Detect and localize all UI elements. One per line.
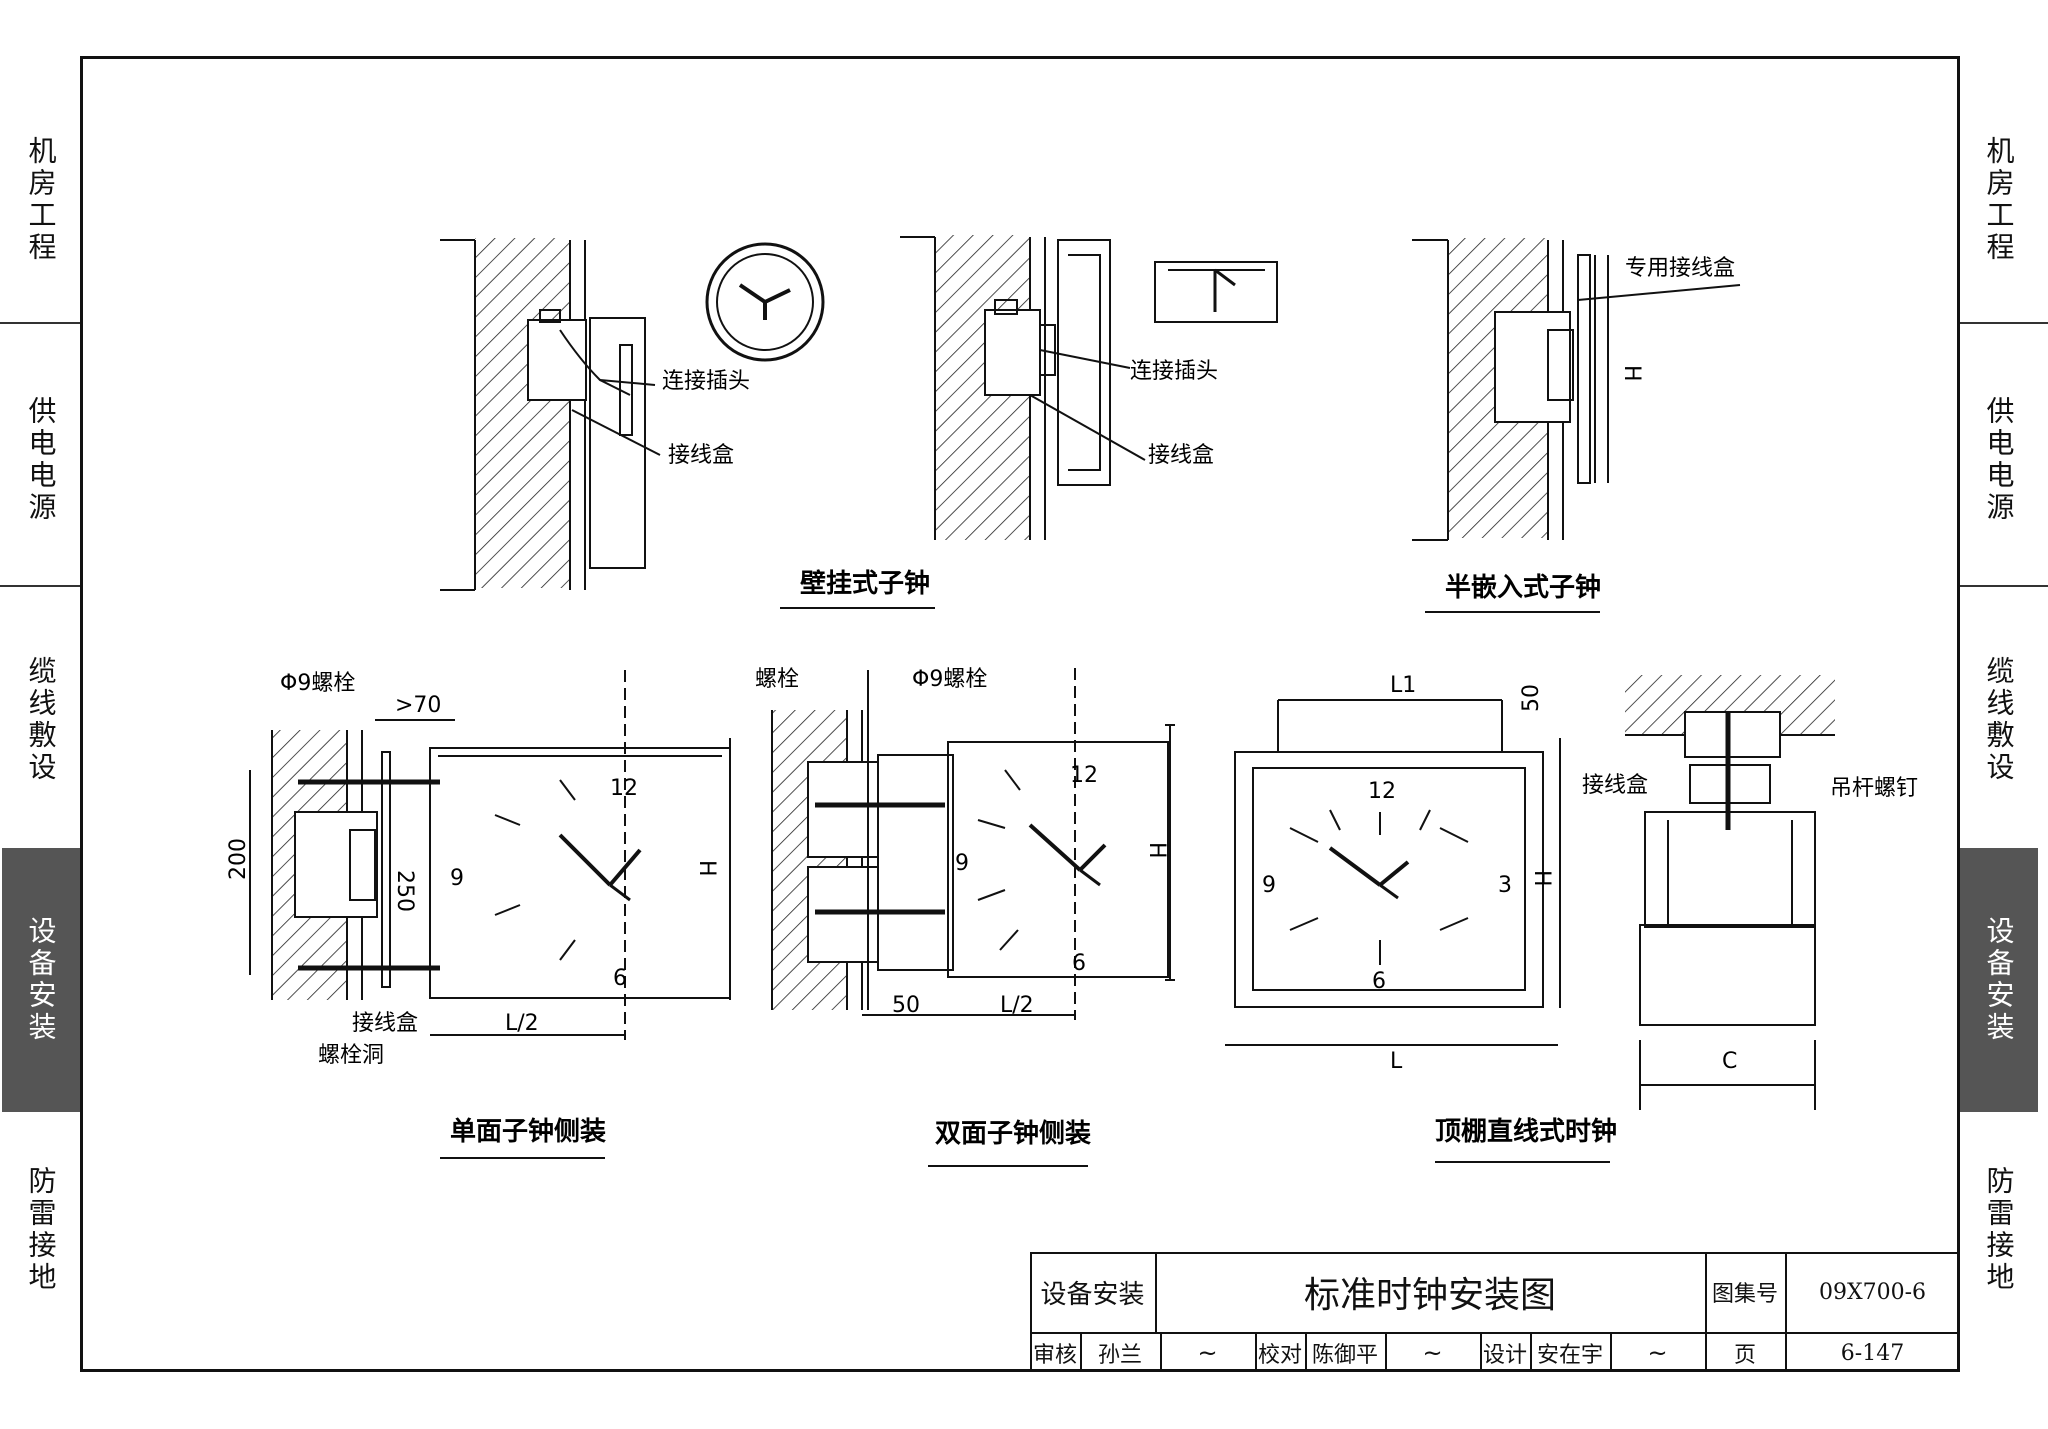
tb-reviewer: 孙兰 xyxy=(1080,1334,1162,1372)
single-side-label-bolt: Φ9螺栓 xyxy=(280,671,355,696)
tb-page-label: 页 xyxy=(1705,1334,1787,1372)
single-side-label-hole: 螺栓洞 xyxy=(318,1043,384,1068)
double-side-drawing xyxy=(771,668,1175,1020)
semi-embedded-title: 半嵌入式子钟 xyxy=(1445,572,1601,603)
tb-design-signature: ~ xyxy=(1610,1334,1707,1372)
ceiling-label-l: L xyxy=(1390,1049,1403,1074)
ceiling-label-box: 接线盒 xyxy=(1582,773,1648,798)
single-side-label-250: 250 xyxy=(392,870,417,912)
wall-clock-title: 壁挂式子钟 xyxy=(800,568,930,599)
wall-clock-label-connector: 连接插头 xyxy=(662,369,750,394)
double-side-num-6: 6 xyxy=(1072,951,1086,976)
ceiling-drawing xyxy=(1225,675,1835,1110)
wall-clock-face-icon xyxy=(705,242,825,362)
side-tab-right-2[interactable]: 缆线敷设 xyxy=(1982,656,2016,784)
ceiling-label-50: 50 xyxy=(1519,684,1544,712)
single-side-label-h: H xyxy=(694,860,719,877)
single-side-num-12: 12 xyxy=(610,776,638,801)
single-side-drawing xyxy=(249,670,731,1040)
single-side-num-9: 9 xyxy=(450,866,464,891)
side-tab-left-4[interactable]: 防雷接地 xyxy=(24,1166,58,1294)
side-tab-left-2[interactable]: 缆线敷设 xyxy=(24,656,58,784)
double-side-title: 双面子钟侧装 xyxy=(935,1118,1091,1149)
wall-clock-drawing xyxy=(440,238,825,591)
semi-embedded-drawing xyxy=(1412,238,1741,541)
ceiling-label-l1: L1 xyxy=(1390,673,1416,698)
drawing-sheet xyxy=(80,56,1960,1372)
ceiling-label-rod: 吊杆螺钉 xyxy=(1830,776,1918,801)
single-side-label-gt70: >70 xyxy=(395,693,441,718)
double-side-label-h: H xyxy=(1144,842,1169,859)
side-tab-right-1[interactable]: 供电电源 xyxy=(1982,396,2016,524)
double-side-label-bolt: 螺栓 xyxy=(755,667,799,692)
side-tab-right-4[interactable]: 防雷接地 xyxy=(1982,1166,2016,1294)
semi-embedded-label-h: H xyxy=(1619,365,1644,382)
single-side-label-200: 200 xyxy=(226,838,251,880)
side-tab-right-0[interactable]: 机房工程 xyxy=(1982,136,2016,264)
semi-embedded-label-box: 专用接线盒 xyxy=(1625,256,1735,281)
tb-designer: 安在宇 xyxy=(1530,1334,1612,1372)
linear-clock-face-icon xyxy=(1154,261,1278,323)
single-side-num-6: 6 xyxy=(613,966,627,991)
tb-title: 标准时钟安装图 xyxy=(1155,1252,1707,1332)
side-tab-right-3[interactable]: 设备安装 xyxy=(1960,848,2038,1112)
double-side-num-12: 12 xyxy=(1070,763,1098,788)
tb-review-label: 审核 xyxy=(1030,1334,1082,1372)
single-side-label-box: 接线盒 xyxy=(352,1011,418,1036)
tb-atlas-no: 09X700-6 xyxy=(1818,1279,1927,1305)
wall-clock-2-label-box: 接线盒 xyxy=(1148,443,1214,468)
tb-checker: 陈御平 xyxy=(1305,1334,1387,1372)
double-side-label-50: 50 xyxy=(892,993,920,1018)
double-side-label-bolt9: Φ9螺栓 xyxy=(912,667,987,692)
tb-check-label: 校对 xyxy=(1255,1334,1307,1372)
ceiling-num-6: 6 xyxy=(1372,969,1386,994)
side-tab-left-1[interactable]: 供电电源 xyxy=(24,396,58,524)
tb-review-signature: ~ xyxy=(1160,1334,1257,1372)
ceiling-label-h: H xyxy=(1529,870,1554,887)
side-tab-left-0[interactable]: 机房工程 xyxy=(24,136,58,264)
single-side-label-half-l: L/2 xyxy=(505,1011,539,1036)
single-side-title: 单面子钟侧装 xyxy=(450,1116,606,1147)
wall-clock-label-box: 接线盒 xyxy=(668,443,734,468)
side-tab-left-3[interactable]: 设备安装 xyxy=(2,848,80,1112)
ceiling-num-12: 12 xyxy=(1368,779,1396,804)
ceiling-num-3: 3 xyxy=(1498,873,1512,898)
tb-design-label: 设计 xyxy=(1480,1334,1532,1372)
wall-clock-2-label-connector: 连接插头 xyxy=(1130,359,1218,384)
double-side-label-half-l: L/2 xyxy=(1000,993,1034,1018)
wall-clock-drawing-2 xyxy=(900,235,1278,540)
tb-page-no: 6-147 xyxy=(1840,1340,1905,1366)
tb-category: 设备安装 xyxy=(1030,1252,1157,1332)
tb-check-signature: ~ xyxy=(1385,1334,1482,1372)
tb-atlas-label: 图集号 xyxy=(1705,1252,1787,1332)
ceiling-num-9: 9 xyxy=(1262,873,1276,898)
ceiling-title: 顶棚直线式时钟 xyxy=(1435,1116,1617,1147)
double-side-num-9: 9 xyxy=(955,851,969,876)
ceiling-label-c: C xyxy=(1722,1049,1737,1074)
